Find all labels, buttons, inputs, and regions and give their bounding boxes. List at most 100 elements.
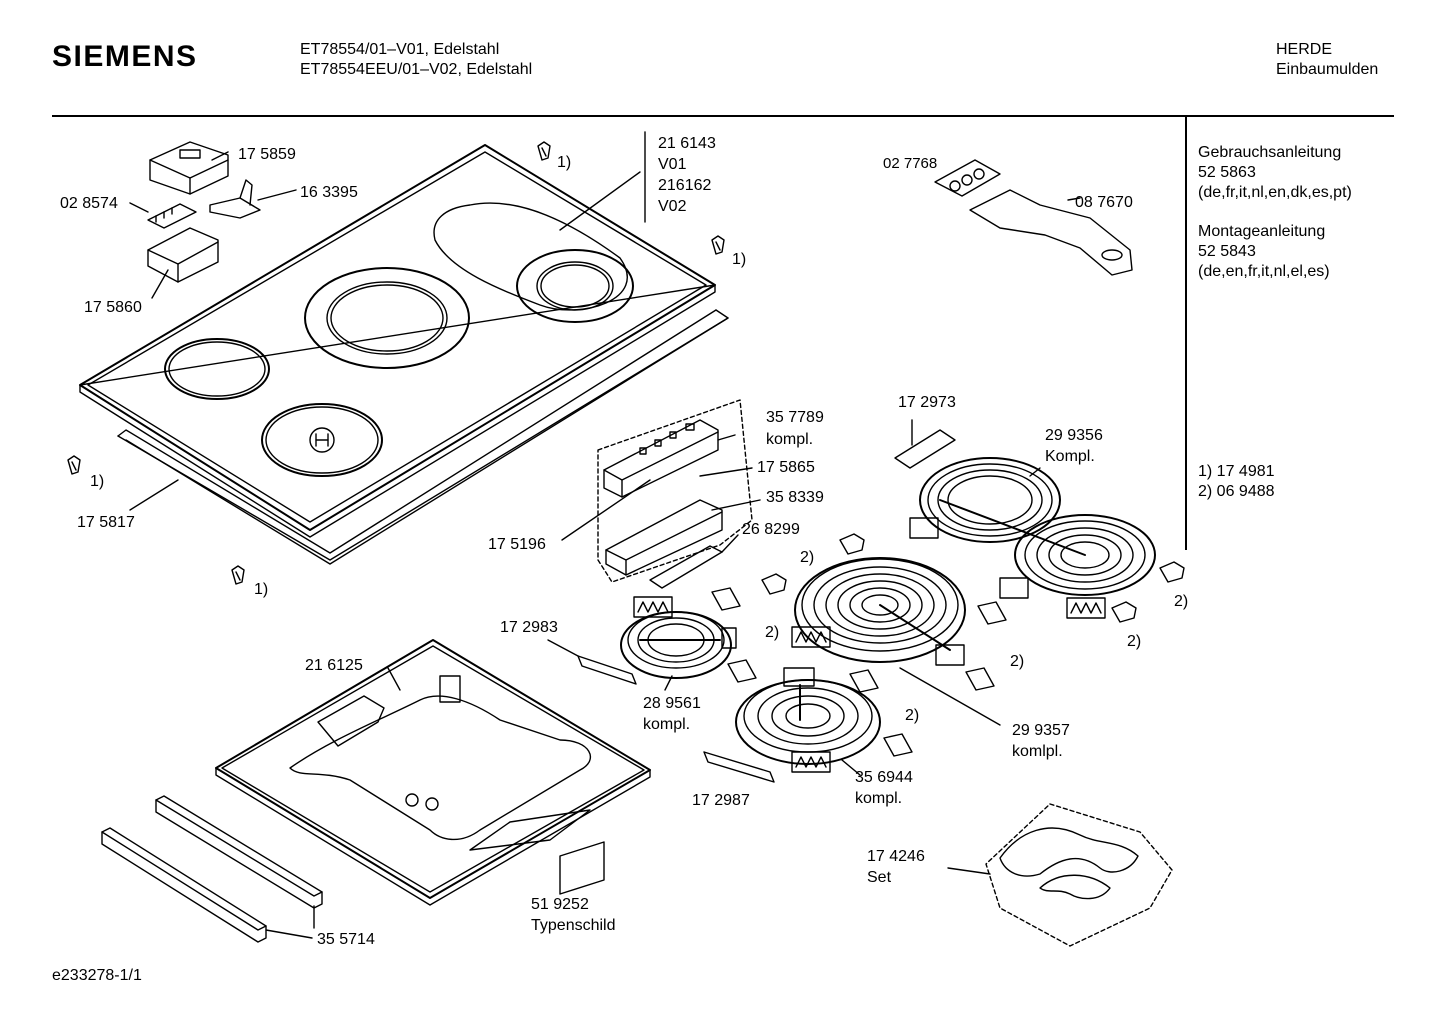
label-299356-kompl: Kompl.: [1045, 448, 1095, 465]
clip-icon-1d: [231, 565, 245, 585]
set-outline-174246: [985, 803, 1173, 947]
sensor-rod-172987: [703, 751, 775, 783]
scraper-tool: [934, 159, 1133, 276]
mount-title: Montageanleitung: [1198, 223, 1326, 240]
sidebar-rule: [1185, 115, 1187, 550]
heating-element-356944: [735, 667, 881, 765]
callout-2-b: 2): [1174, 593, 1189, 610]
gasket-seal: [117, 309, 729, 565]
label-087670: 08 7670: [1075, 194, 1133, 211]
label-v01: V01: [658, 156, 687, 173]
callout-2-f: 2): [905, 707, 920, 724]
limiter-symbol-a: [633, 596, 673, 618]
sidebar-manuals: Gebrauchsanleitung 52 5863 (de,fr,it,nl,…: [1198, 143, 1352, 282]
small-bracket-4: [883, 733, 913, 757]
small-bracket-6: [965, 667, 995, 691]
small-bracket-3: [849, 669, 879, 693]
label-519252: 51 9252: [531, 896, 589, 913]
label-172987: 17 2987: [692, 792, 750, 809]
clip-icon-1b: [711, 235, 725, 255]
label-group-216143: 21 6143 V01 216162 V02: [658, 133, 716, 217]
callout-1-b: 1): [732, 251, 747, 268]
label-356944-kompl: kompl.: [855, 790, 903, 807]
category-line-2: Einbaumulden: [1276, 61, 1379, 78]
label-289561: 28 9561: [643, 695, 701, 712]
label-358339: 35 8339: [766, 489, 824, 506]
label-typenschild: Typenschild: [531, 917, 616, 934]
label-v02: V02: [658, 198, 687, 215]
label-027768: 02 7768: [883, 155, 938, 172]
mount-number: 52 5843: [1198, 243, 1256, 260]
sidebar-notes: 1) 17 4981 2) 06 9488: [1198, 462, 1275, 502]
clip-icon-2c: [1159, 561, 1185, 583]
control-module-outline: [597, 399, 753, 583]
wire-set-174246: [999, 827, 1139, 900]
bottom-tray-216125: [215, 639, 651, 906]
mount-langs: (de,en,fr,it,nl,el,es): [1198, 263, 1330, 280]
clip-icon-1a: [537, 141, 551, 161]
label-268299: 26 8299: [742, 521, 800, 538]
model-line-1: ET78554/01–V01, Edelstahl: [300, 41, 500, 58]
note-2: 2) 06 9488: [1198, 483, 1275, 500]
cooktop-glass-plate: [79, 144, 716, 538]
callout-2-c: 2): [1127, 633, 1142, 650]
label-175196: 17 5196: [488, 536, 546, 553]
heating-element-289561: [620, 611, 737, 679]
label-289561-kompl: kompl.: [643, 716, 691, 733]
label-163395: 16 3395: [300, 184, 358, 201]
label-357789: 35 7789: [766, 409, 824, 426]
siemens-logo: SIEMENS: [52, 40, 198, 73]
header-rule: [52, 115, 1394, 117]
housing-358339: [605, 499, 723, 576]
label-175817: 17 5817: [77, 514, 135, 531]
label-175865: 17 5865: [757, 459, 815, 476]
clip-icon-2d: [1111, 601, 1137, 623]
label-175860: 17 5860: [84, 299, 142, 316]
bracket-175860: [147, 227, 219, 283]
callout-1-c: 1): [90, 473, 105, 490]
bracket-268299: [649, 545, 723, 589]
label-172973: 17 2973: [898, 394, 956, 411]
label-299357-kompl: komlpl.: [1012, 743, 1063, 760]
sensor-rod-172983: [577, 655, 637, 685]
terminal-block-028574: [147, 203, 197, 229]
manual-langs: (de,fr,it,nl,en,dk,es,pt): [1198, 184, 1352, 201]
callout-1-d: 1): [254, 581, 269, 598]
rating-plate-519252: [559, 841, 605, 895]
manual-title: Gebrauchsanleitung: [1198, 144, 1342, 161]
small-bracket-5: [977, 601, 1007, 625]
category-line-1: HERDE: [1276, 41, 1333, 58]
callout-2-a: 2): [800, 549, 815, 566]
clip-icon-1c: [67, 455, 81, 475]
limiter-symbol-d: [791, 751, 831, 773]
label-216162: 216162: [658, 177, 712, 194]
label-174246: 17 4246: [867, 848, 925, 865]
label-172983: 17 2983: [500, 619, 558, 636]
limiter-symbol-c: [1066, 597, 1106, 619]
label-174246-set: Set: [867, 869, 892, 886]
label-299357: 29 9357: [1012, 722, 1070, 739]
note-1: 1) 17 4981: [1198, 463, 1275, 480]
clip-icon-2b: [761, 573, 787, 595]
callout-2-e: 2): [1010, 653, 1025, 670]
label-299356: 29 9356: [1045, 427, 1103, 444]
doc-id: e233278-1/1: [52, 967, 142, 984]
label-355714: 35 5714: [317, 931, 375, 948]
label-216125: 21 6125: [305, 657, 363, 674]
bracket-163395: [209, 179, 261, 219]
manual-number: 52 5863: [1198, 164, 1256, 181]
terminal-housing-175859: [149, 141, 229, 195]
small-bracket-2: [727, 659, 757, 683]
label-216143: 21 6143: [658, 135, 716, 152]
heating-element-299357: [794, 557, 966, 666]
sidebar-spacer: [1198, 203, 1352, 222]
callout-2-d: 2): [765, 624, 780, 641]
callout-1-a: 1): [557, 154, 572, 171]
model-line-2: ET78554EEU/01–V02, Edelstahl: [300, 61, 533, 78]
label-357789-kompl: kompl.: [766, 431, 814, 448]
label-356944: 35 6944: [855, 769, 913, 786]
label-175859: 17 5859: [238, 146, 296, 163]
small-bracket-1: [711, 587, 741, 611]
limiter-symbol-b: [791, 626, 831, 648]
